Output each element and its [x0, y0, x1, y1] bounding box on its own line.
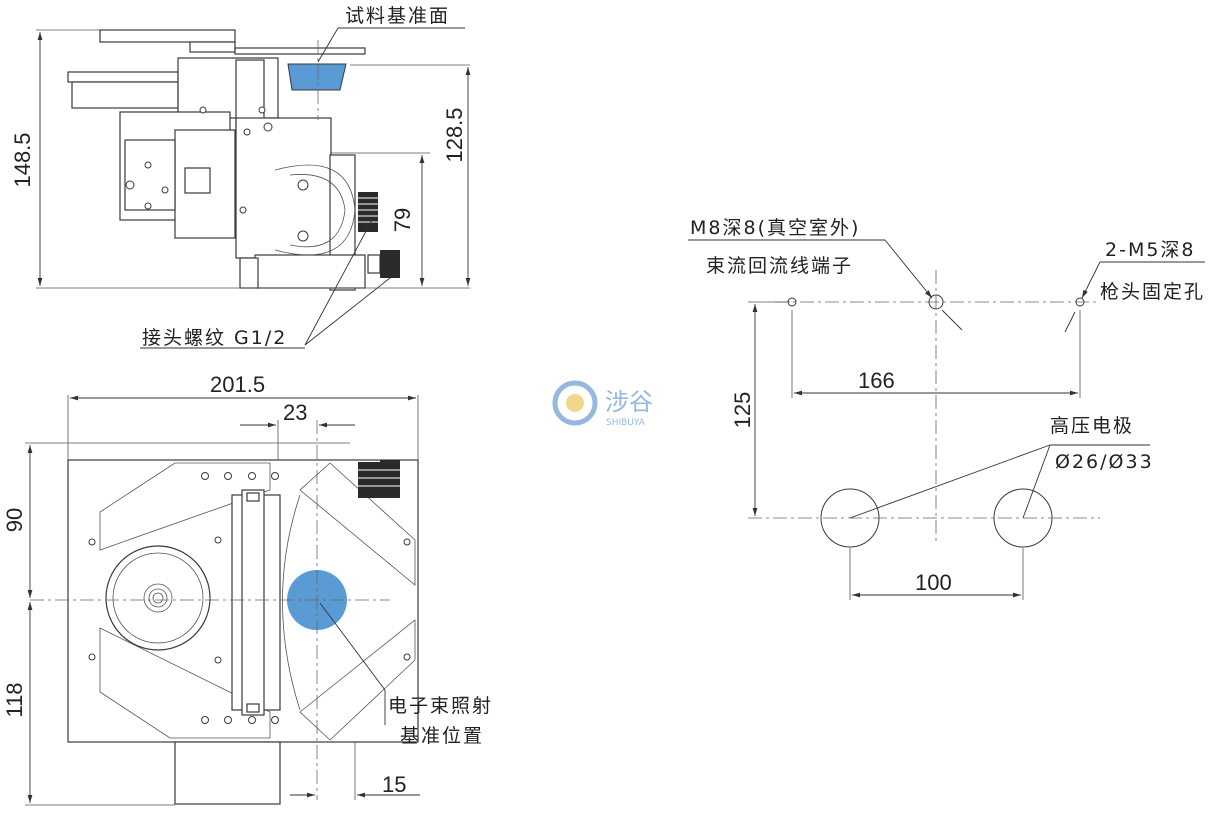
dim-125: 125: [730, 392, 755, 429]
sample-ref-label: 试料基准面: [345, 5, 450, 27]
logo-sub: SHIBUYA: [606, 418, 646, 428]
dim-23: 23: [283, 400, 307, 425]
beam-label-line1: 电子束照射: [388, 695, 493, 717]
sample-holder-marker: [287, 63, 347, 91]
electrode-label: 高压电极: [1050, 415, 1134, 437]
fitting-label: 接头螺纹 G1/2: [142, 327, 287, 349]
bottom-holes: [88, 472, 411, 724]
beam-label-line2: 基准位置: [400, 725, 484, 747]
dim-201-5: 201.5: [210, 372, 265, 397]
mounting-holes: [125, 106, 309, 242]
dim-79: 79: [390, 208, 415, 232]
m8-label-line2: 束流回流线端子: [706, 255, 853, 277]
dim-148-5: 148.5: [10, 132, 35, 187]
dim-100: 100: [915, 570, 952, 595]
dim-118: 118: [2, 682, 27, 717]
bottom-view: 201.5 23 90 118 15 电子束照射 基准位置: [2, 372, 493, 806]
dim-15: 15: [382, 772, 406, 797]
dim-90: 90: [2, 508, 27, 532]
dim-128-5: 128.5: [442, 107, 467, 162]
top-view: 试料基准面 148.5 128.5 79 接头螺纹 G1/2: [10, 5, 471, 349]
m5-label-line2: 枪头固定孔: [1100, 281, 1205, 303]
shibuya-logo: 涉谷 SHIBUYA: [552, 380, 653, 428]
electrode-dia-label: Ø26/Ø33: [1055, 451, 1154, 473]
logo-name: 涉谷: [605, 388, 653, 416]
hole-pattern-view: 166 125 100 M8深8(真空室外) 束流回流线端子 2-M5深8 枪头…: [688, 217, 1205, 600]
dim-166: 166: [858, 368, 895, 393]
m8-label-line1: M8深8(真空室外): [690, 217, 860, 239]
m5-label-line1: 2-M5深8: [1105, 239, 1196, 261]
